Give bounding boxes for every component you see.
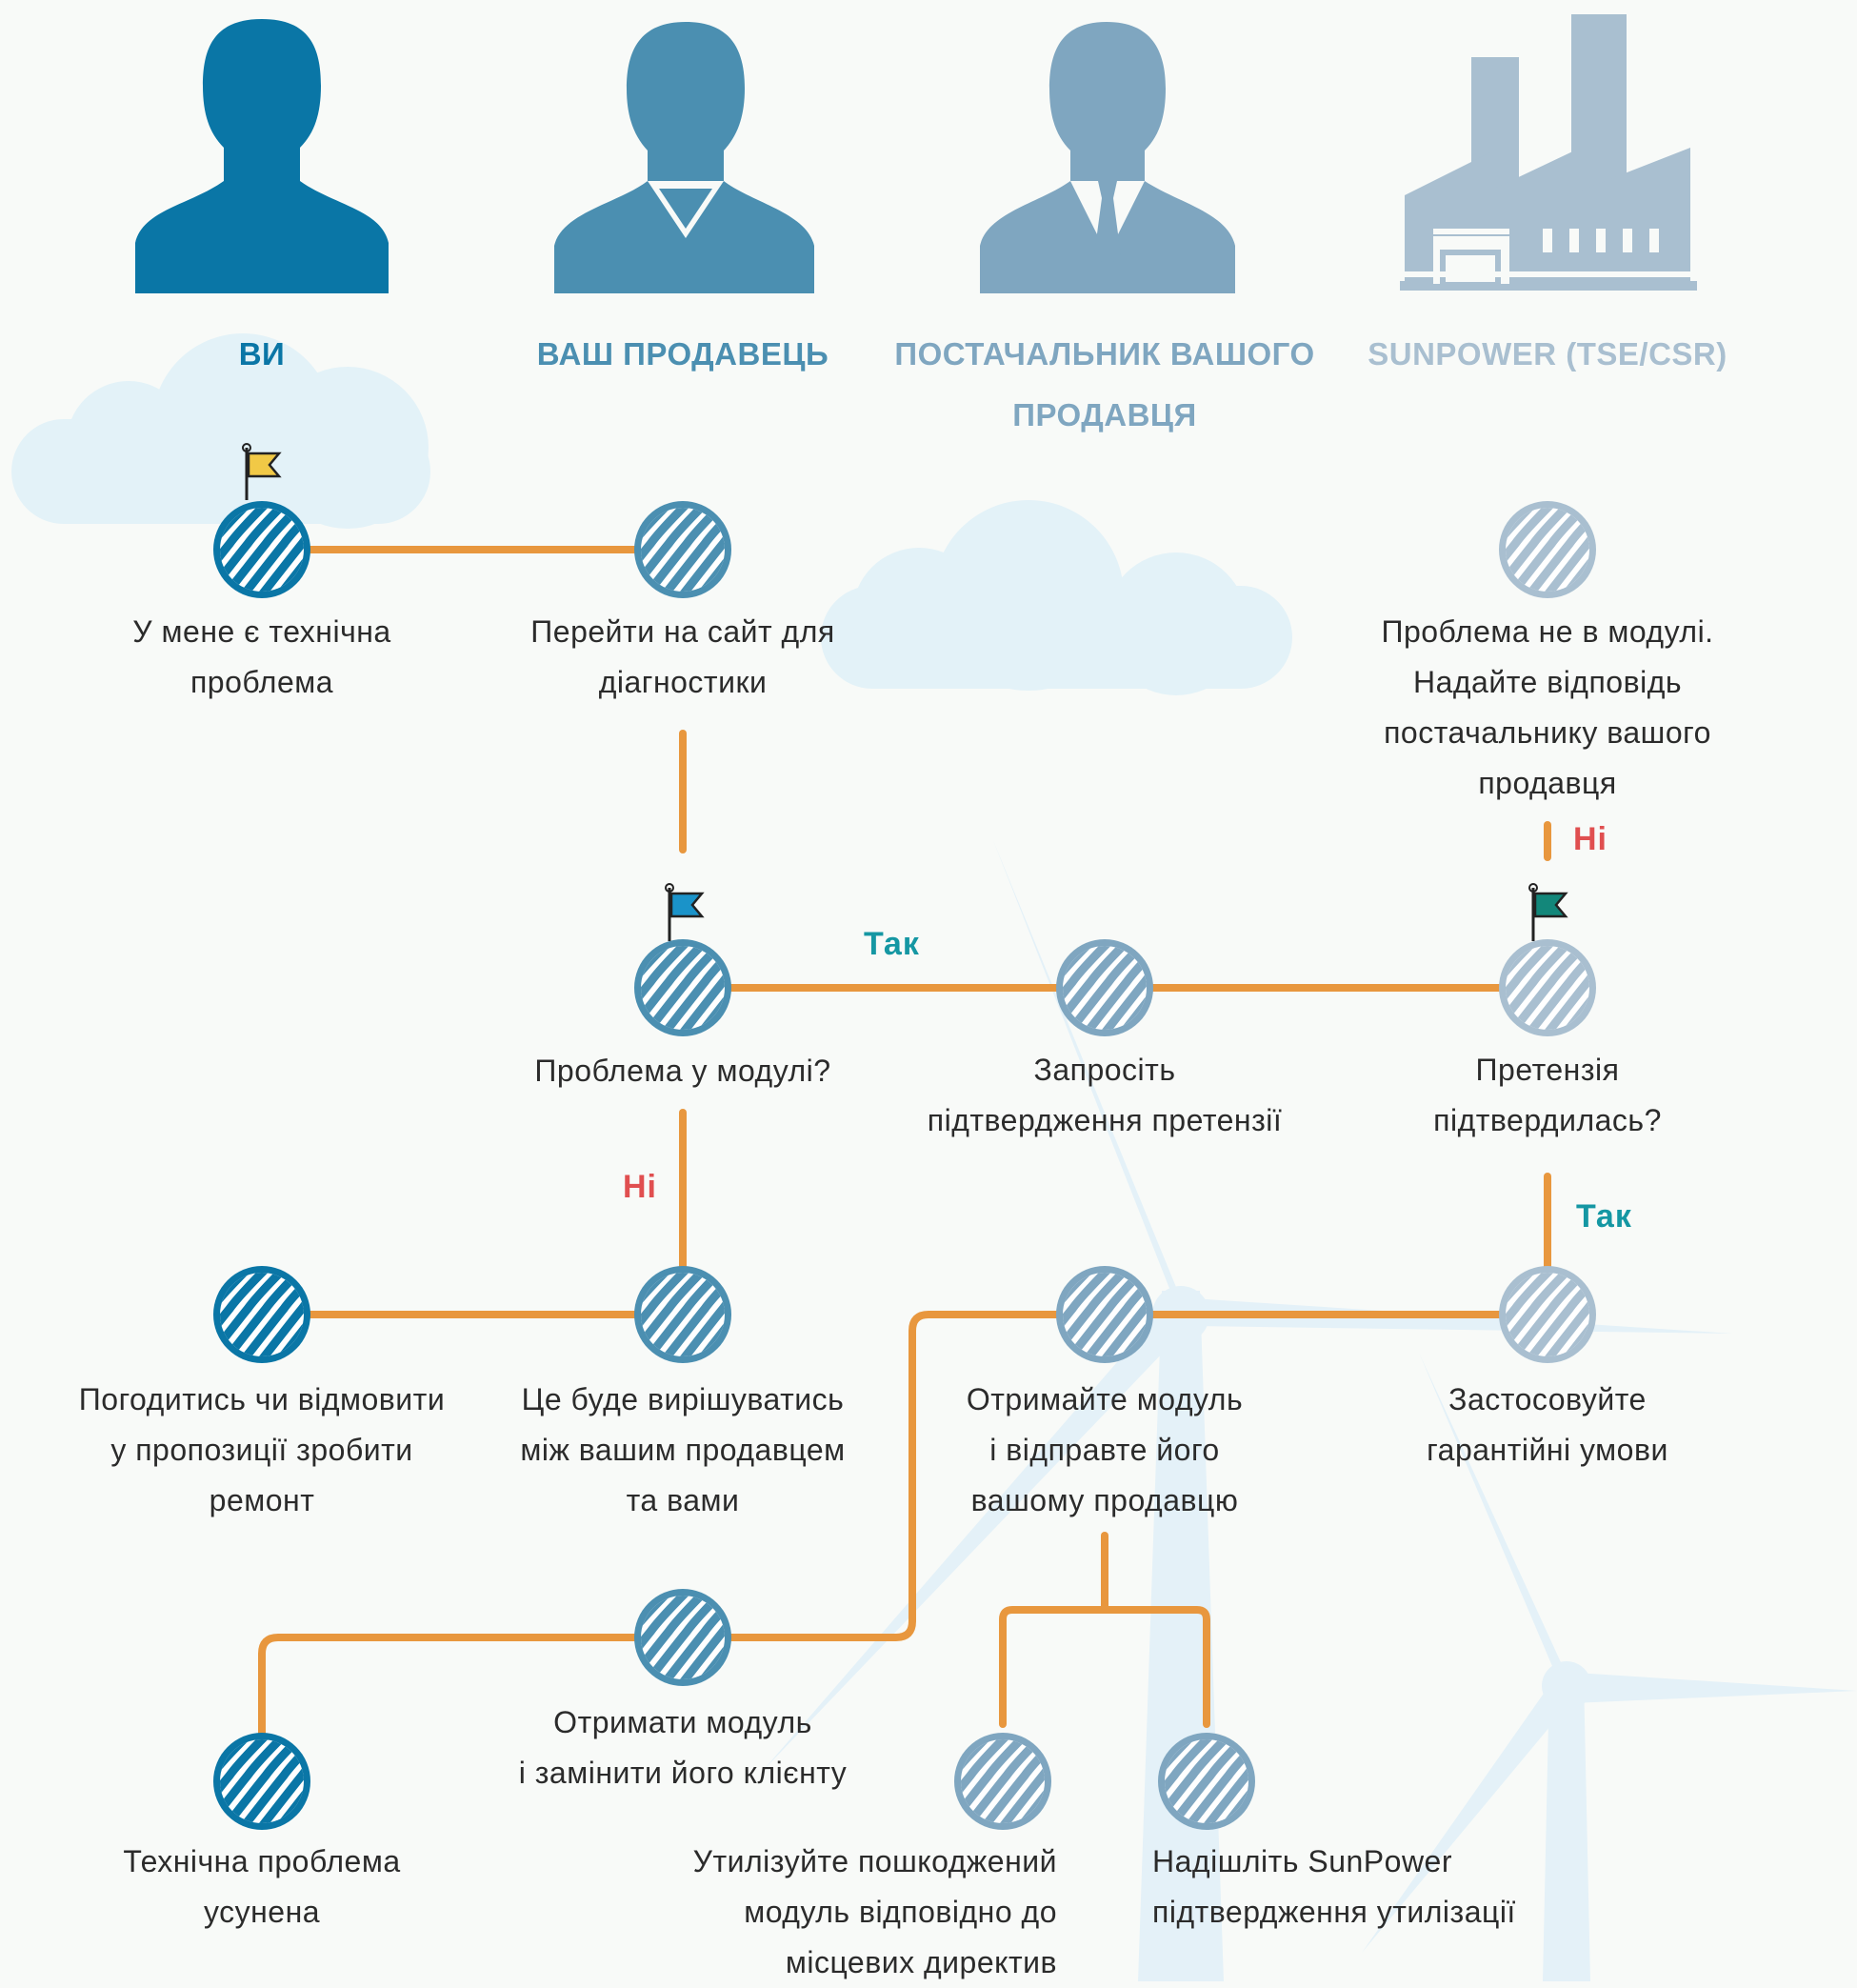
column-header-sunpower: SUNPOWER (TSE/CSR) xyxy=(1368,336,1727,371)
node-replace-module xyxy=(634,1589,731,1686)
step-label-replace-module: Отримати модуль і замінити його клієнту xyxy=(518,1705,848,1790)
step-label-receive-and-send-module: Отримайте модуль і відправте його вашому… xyxy=(966,1382,1244,1517)
decision-yes-label: Так xyxy=(864,926,920,962)
node-accept-or-decline-repair xyxy=(213,1266,310,1363)
step-label-visit-site: Перейти на сайт для діагностики xyxy=(530,614,835,699)
node-visit-site xyxy=(634,501,731,598)
node-claim-confirmed xyxy=(1499,939,1596,1036)
node-send-disposal-confirmation xyxy=(1158,1733,1255,1830)
node-not-module xyxy=(1499,501,1596,598)
node-resolve-with-seller xyxy=(634,1266,731,1363)
person-tie-icon xyxy=(980,22,1235,293)
node-module-problem xyxy=(634,939,731,1036)
node-request-confirmation xyxy=(1056,939,1153,1036)
connector-line xyxy=(679,1311,1108,1641)
flag-icon xyxy=(1528,883,1568,941)
step-label-apply-warranty: Застосовуйте гарантійні умови xyxy=(1427,1382,1668,1467)
decision-no-label: Ні xyxy=(623,1169,657,1205)
node-dispose-module xyxy=(954,1733,1051,1830)
connectors xyxy=(258,546,1551,1785)
node-receive-and-send-module xyxy=(1056,1266,1153,1363)
step-label-module-problem: Проблема у модулі? xyxy=(534,1054,831,1088)
start-flag-icon xyxy=(242,443,282,500)
column-header-supplier: ПОСТАЧАЛЬНИК ВАШОГО ПРОДАВЦЯ xyxy=(894,336,1315,432)
node-problem-resolved xyxy=(213,1733,310,1830)
column-header-seller: ВАШ ПРОДАВЕЦЬ xyxy=(536,336,829,371)
step-label-claim-confirmed: Претензія підтвердилась? xyxy=(1433,1053,1662,1137)
step-label-resolve-with-seller: Це буде вирішуватись між вашим продавцем… xyxy=(520,1382,846,1517)
step-label-request-confirmation: Запросіть підтвердження претензії xyxy=(927,1053,1283,1137)
connector-line xyxy=(258,1634,687,1785)
cloud-decoration xyxy=(11,333,430,529)
column-header-you: ВИ xyxy=(238,336,286,371)
person-shirt-icon xyxy=(554,22,814,293)
wind-turbine-decoration xyxy=(1362,1353,1857,1981)
flag-icon xyxy=(665,883,705,941)
step-label-not-module: Проблема не в модулі. Надайте відповідь … xyxy=(1381,614,1714,800)
cloud-decoration xyxy=(821,500,1292,695)
node-apply-warranty xyxy=(1499,1266,1596,1363)
node-technical-problem xyxy=(213,501,310,598)
decision-yes-label: Так xyxy=(1576,1198,1632,1235)
step-label-problem-resolved: Технічна проблема усунена xyxy=(123,1844,401,1929)
factory-icon xyxy=(1400,14,1697,291)
decision-no-label: Ні xyxy=(1573,821,1607,857)
step-label-technical-problem: У мене є технічна проблема xyxy=(132,614,391,699)
step-label-dispose-module: Утилізуйте пошкоджений модуль відповідно… xyxy=(692,1844,1057,1979)
step-label-accept-or-decline-repair: Погодитись чи відмовити у пропозиції зро… xyxy=(78,1382,446,1517)
connector-line xyxy=(999,1606,1210,1728)
person-icon xyxy=(135,19,389,293)
step-label-send-disposal-confirmation: Надішліть SunPower підтвердження утиліза… xyxy=(1152,1844,1516,1929)
